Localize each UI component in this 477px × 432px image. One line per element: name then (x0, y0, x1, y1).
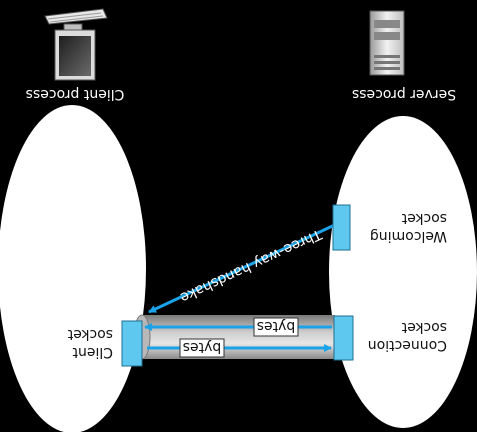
bytes-box-top (253, 317, 299, 337)
client-socket-label-line1: Client (72, 344, 113, 360)
welcoming-socket-label-line1: Welcoming (370, 228, 447, 244)
handshake-label: Three-way handshake (178, 225, 325, 305)
bytes-label-bottom: bytes (183, 339, 222, 355)
client-socket (121, 320, 143, 367)
welcoming-socket (332, 204, 351, 251)
connection-socket-label-line1: Connection (368, 337, 447, 353)
server-process-label: Server process (352, 86, 456, 102)
welcoming-socket-label-line2: socket (401, 210, 447, 226)
client-socket-label-line2: socket (67, 326, 113, 342)
bytes-box-bottom (179, 338, 225, 358)
server-process-ellipse (329, 116, 477, 428)
tcp-connection-pipe (133, 314, 335, 360)
connection-socket (333, 315, 354, 361)
connection-socket-label-line2: socket (401, 319, 447, 335)
client-process-label: Client process (26, 86, 125, 102)
server-tower-icon (369, 10, 405, 76)
handshake-arrow (148, 215, 350, 314)
client-process-ellipse (0, 105, 146, 432)
bytes-label-top: bytes (257, 318, 296, 334)
client-computer-icon (44, 8, 108, 81)
